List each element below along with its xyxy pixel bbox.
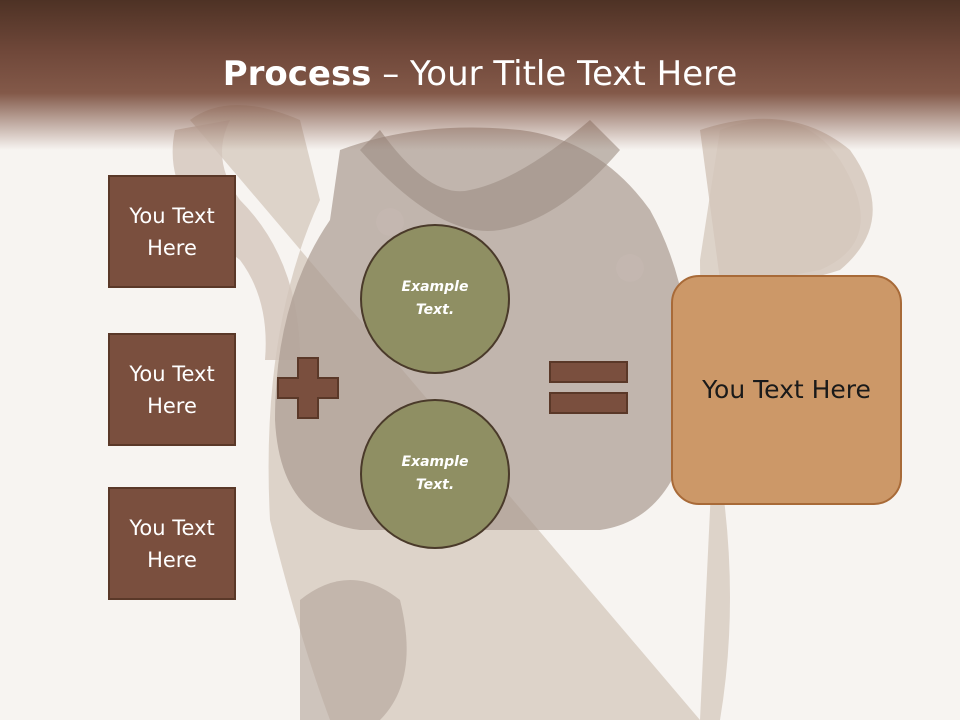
circle-label: Example Text.	[401, 279, 469, 318]
input-box-2[interactable]: You Text Here	[108, 333, 236, 446]
input-box-label: You Text Here	[129, 515, 215, 572]
title-bold: Process	[222, 54, 372, 94]
slide-title: Process – Your Title Text Here	[0, 52, 960, 96]
plus-icon	[277, 357, 339, 419]
input-box-1[interactable]: You Text Here	[108, 175, 236, 288]
result-box[interactable]: You Text Here	[671, 275, 902, 505]
title-rest: – Your Title Text Here	[371, 54, 738, 94]
example-circle-2[interactable]: Example Text.	[360, 399, 510, 549]
input-box-3[interactable]: You Text Here	[108, 487, 236, 600]
result-label: You Text Here	[702, 375, 871, 404]
equals-icon	[549, 361, 628, 414]
circle-label: Example Text.	[401, 454, 469, 493]
example-circle-1[interactable]: Example Text.	[360, 224, 510, 374]
input-box-label: You Text Here	[129, 361, 215, 418]
title-bar	[0, 0, 960, 150]
input-box-label: You Text Here	[129, 203, 215, 260]
